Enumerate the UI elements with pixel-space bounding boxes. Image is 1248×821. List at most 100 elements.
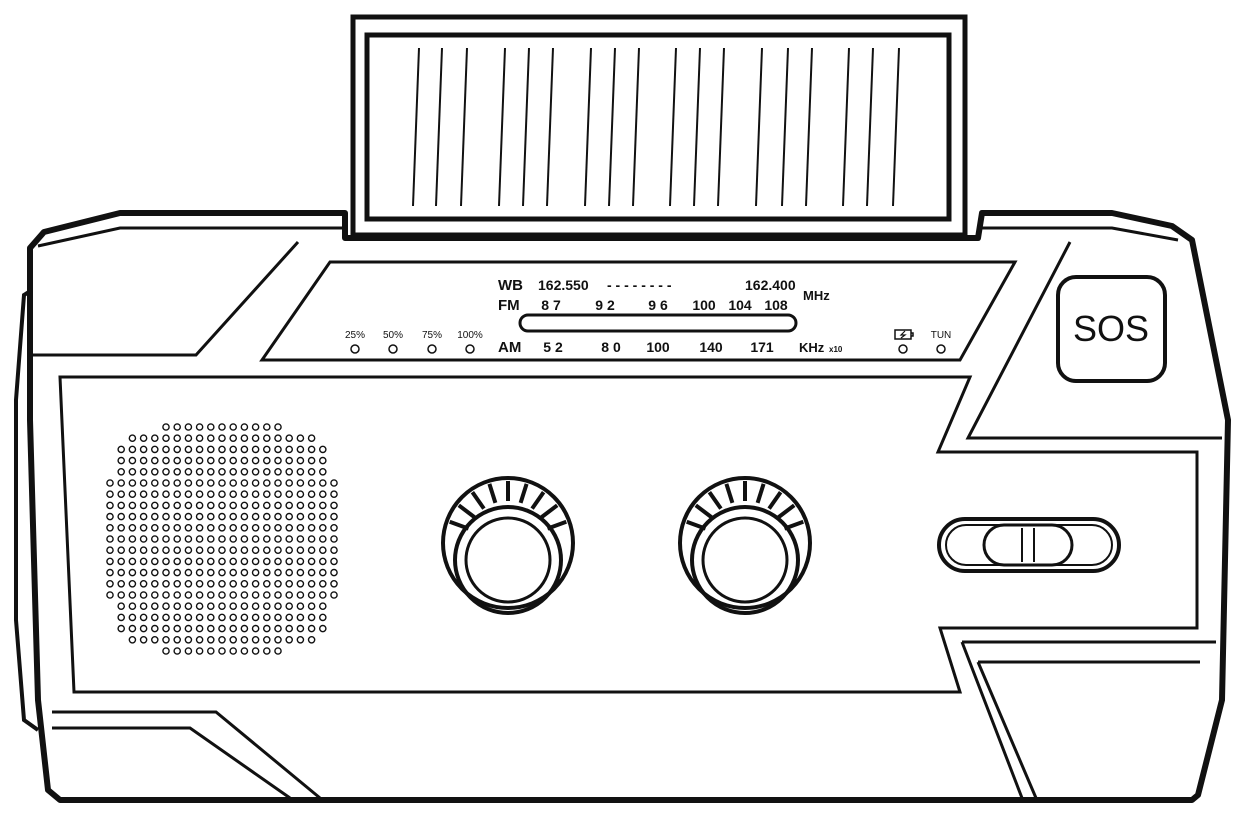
speaker-hole xyxy=(318,524,327,532)
speaker-hole xyxy=(162,636,170,644)
speaker-hole xyxy=(128,636,137,644)
speaker-hole xyxy=(139,557,148,566)
tun-label: TUN xyxy=(931,330,952,341)
speaker-hole xyxy=(218,647,226,655)
speaker-hole xyxy=(162,624,170,633)
wb-dashes: - - - - - - - - xyxy=(607,277,672,293)
fm-mark: 104 xyxy=(728,297,752,313)
speaker-hole xyxy=(106,557,114,566)
speaker-hole xyxy=(240,434,249,443)
speaker-hole xyxy=(262,501,271,510)
speaker-hole xyxy=(150,501,159,510)
speaker-hole xyxy=(206,636,215,644)
speaker-hole xyxy=(229,580,237,588)
speaker-hole xyxy=(162,557,170,566)
speaker-hole xyxy=(262,479,271,487)
speaker-hole xyxy=(162,524,170,532)
speaker-hole xyxy=(162,445,170,454)
speaker-hole xyxy=(184,580,193,588)
speaker-hole xyxy=(139,501,148,510)
speaker-hole xyxy=(173,423,181,431)
speaker-hole xyxy=(173,602,181,611)
speaker-hole xyxy=(330,580,338,588)
speaker-hole xyxy=(195,602,204,611)
speaker-hole xyxy=(307,557,316,566)
speaker-hole xyxy=(139,580,148,588)
speaker-hole xyxy=(229,535,237,543)
speaker-hole xyxy=(296,479,305,487)
speaker-hole xyxy=(262,624,271,633)
speaker-hole xyxy=(240,512,249,521)
tuning-knob[interactable] xyxy=(441,476,575,615)
speaker-hole xyxy=(195,580,204,588)
sos-button[interactable]: SOS xyxy=(1056,275,1167,383)
speaker-hole xyxy=(307,479,316,487)
speaker-hole xyxy=(229,636,237,644)
speaker-hole xyxy=(150,602,159,611)
knob-ridge xyxy=(546,519,567,531)
speaker-hole xyxy=(218,602,226,611)
speaker-hole xyxy=(307,568,316,577)
volume-knob[interactable] xyxy=(678,476,812,615)
speaker-hole xyxy=(128,624,137,633)
speaker-hole xyxy=(229,467,237,476)
speaker-hole xyxy=(162,602,170,611)
speaker-hole xyxy=(184,479,193,487)
solar-cell-line xyxy=(522,47,530,207)
speaker-hole xyxy=(318,580,327,588)
speaker-hole xyxy=(296,546,305,555)
speaker-hole xyxy=(296,512,305,521)
speaker-hole xyxy=(139,512,148,521)
speaker-hole xyxy=(184,636,193,644)
speaker-hole xyxy=(296,613,305,622)
solar-cell-line xyxy=(584,47,592,207)
speaker-hole xyxy=(173,456,181,465)
solar-cell-line xyxy=(842,47,850,207)
speaker-hole xyxy=(274,636,282,644)
speaker-hole xyxy=(195,456,204,465)
speaker-hole xyxy=(318,467,327,476)
speaker-hole xyxy=(318,501,327,510)
band-switch[interactable] xyxy=(937,517,1121,573)
band-switch-slider[interactable] xyxy=(982,523,1074,567)
speaker-hole xyxy=(184,501,193,510)
speaker-hole xyxy=(117,546,125,555)
speaker-hole xyxy=(117,580,125,588)
speaker-hole xyxy=(296,557,305,566)
speaker-hole xyxy=(184,467,193,476)
speaker-hole xyxy=(240,602,249,611)
fm-mark: 9 2 xyxy=(595,297,615,313)
speaker-hole xyxy=(139,591,148,599)
speaker-hole xyxy=(184,423,193,431)
speaker-hole xyxy=(128,512,137,521)
speaker-hole xyxy=(229,445,237,454)
speaker-hole xyxy=(173,434,181,443)
speaker-hole xyxy=(184,546,193,555)
speaker-hole xyxy=(262,467,271,476)
radio-body-top-rim xyxy=(37,226,1179,248)
speaker-hole xyxy=(251,479,260,487)
speaker-hole xyxy=(307,456,316,465)
speaker-hole xyxy=(251,613,260,622)
speaker-hole xyxy=(262,557,271,566)
speaker-hole xyxy=(162,647,170,655)
speaker-hole xyxy=(206,423,215,431)
speaker-hole xyxy=(117,512,125,521)
speaker-hole xyxy=(173,580,181,588)
speaker-hole xyxy=(162,591,170,599)
speaker-hole xyxy=(218,624,226,633)
speaker-hole xyxy=(195,479,204,487)
solar-cell-line xyxy=(498,47,506,207)
solar-cell-line xyxy=(412,47,420,207)
speaker-hole xyxy=(318,591,327,599)
speaker-hole xyxy=(218,524,226,532)
speaker-hole xyxy=(229,568,237,577)
speaker-hole xyxy=(218,445,226,454)
speaker-hole xyxy=(307,434,316,443)
battery-level-label: 75% xyxy=(422,330,442,341)
speaker-hole xyxy=(218,512,226,521)
speaker-hole xyxy=(162,535,170,543)
speaker-hole xyxy=(229,624,237,633)
speaker-hole xyxy=(318,490,327,499)
speaker-hole xyxy=(162,479,170,487)
